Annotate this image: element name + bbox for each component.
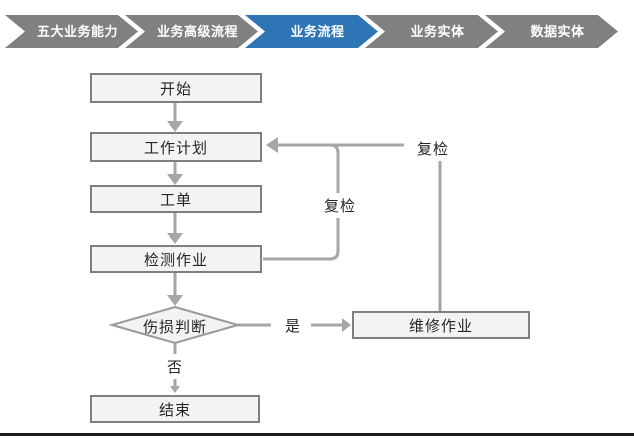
edge-label-recheck-inner: 复检 <box>316 193 364 218</box>
breadcrumb-step-business-process-active[interactable]: 业务流程 <box>245 15 378 48</box>
node-work-plan: 工作计划 <box>90 132 262 162</box>
arrowhead-into-workorder <box>167 174 183 185</box>
node-work-order-label: 工单 <box>159 191 192 209</box>
node-inspection-job-label: 检测作业 <box>143 251 208 269</box>
edge-label-recheck-outer: 复检 <box>409 136 457 161</box>
breadcrumb-label: 业务流程 <box>290 24 345 39</box>
arrowhead-into-decision <box>167 295 183 306</box>
node-repair-job: 维修作业 <box>352 311 530 339</box>
edge-label-yes: 是 <box>284 318 301 335</box>
node-damage-decision-label: 伤损判断 <box>142 319 207 336</box>
arrowheads <box>167 121 351 393</box>
node-end-label: 结束 <box>158 401 191 419</box>
node-repair-job-label: 维修作业 <box>408 317 473 335</box>
arrowhead-into-repair <box>342 318 351 332</box>
breadcrumb-step-five-capabilities[interactable]: 五大业务能力 <box>5 15 138 48</box>
node-start: 开始 <box>90 73 262 103</box>
decision-diamond <box>108 305 242 345</box>
breadcrumb-label: 数据实体 <box>530 24 585 39</box>
node-start-label: 开始 <box>159 80 192 98</box>
node-end: 结束 <box>90 395 260 423</box>
node-inspection-job: 检测作业 <box>90 245 262 273</box>
breadcrumb-label: 业务实体 <box>410 24 465 39</box>
node-work-plan-label: 工作计划 <box>143 139 208 157</box>
connector-lines <box>173 103 442 389</box>
edge-recheck-from-inspection <box>263 143 340 261</box>
breadcrumb-step-high-level-process[interactable]: 业务高级流程 <box>125 15 258 48</box>
breadcrumb-label: 业务高级流程 <box>156 24 238 39</box>
breadcrumb-step-data-entity[interactable]: 数据实体 <box>485 15 618 48</box>
arrowhead-recheck-into-workplan <box>266 137 278 153</box>
slide-bottom-border <box>0 433 634 436</box>
arrowhead-into-inspection <box>167 233 183 244</box>
edge-label-no: 否 <box>159 354 191 379</box>
breadcrumb-label: 五大业务能力 <box>36 24 118 39</box>
node-work-order: 工单 <box>90 185 262 213</box>
arrowhead-into-end <box>170 386 180 393</box>
arrowhead-into-workplan-top <box>167 121 183 132</box>
breadcrumb-step-business-entity[interactable]: 业务实体 <box>365 15 498 48</box>
